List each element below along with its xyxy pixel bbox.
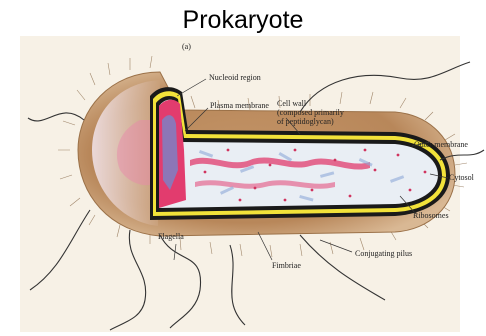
label-nucleoid: Nucleoid region [209,73,261,82]
label-ribosomes: Ribosomes [413,211,449,220]
label-cell-wall-3: of peptidoglycan) [277,117,334,126]
label-conjugating-pilus: Conjugating pilus [355,249,412,258]
label-plasma-membrane: Plasma membrane [210,101,269,110]
label-fimbriae: Fimbriae [272,261,301,270]
label-outer-membrane: Outer membrane [414,140,468,149]
label-cytosol: Cytosol [449,173,475,182]
label-flagella: Flagella [158,232,184,241]
panel-letter: (a) [182,42,191,51]
label-cell-wall-2: (composed primarily [277,108,344,117]
label-cell-wall-1: Cell wall [277,99,307,108]
